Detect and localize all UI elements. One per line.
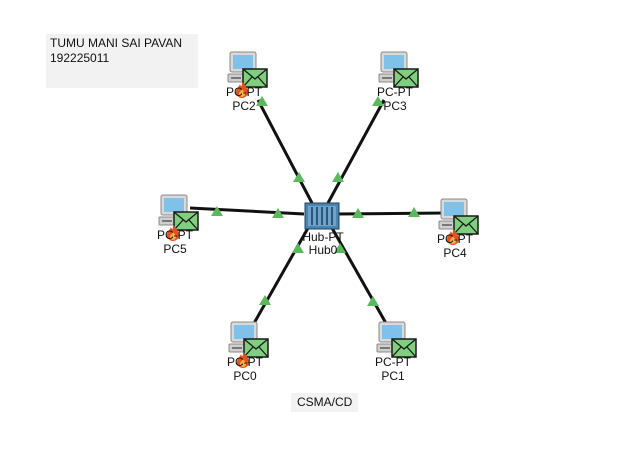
- pc-name-label: PC4: [443, 246, 467, 260]
- link-light-pc4-end: [408, 207, 420, 217]
- pc-type-label: PC-PT: [157, 228, 193, 242]
- link-light-pc5-hub: [272, 208, 284, 218]
- cable-pc1-hub[interactable]: [330, 227, 389, 326]
- hub-device[interactable]: Hub-PT Hub0: [290, 195, 356, 265]
- pc-device-pc4[interactable]: PC-PT PC4: [420, 197, 490, 267]
- pc-type-label: PC-PT: [437, 232, 473, 246]
- hub-type-label: Hub-PT: [302, 230, 344, 244]
- envelope-pdu-icon[interactable]: [173, 211, 199, 231]
- pc-device-pc1[interactable]: PC-PT PC1: [358, 320, 428, 390]
- envelope-pdu-icon[interactable]: [393, 68, 419, 88]
- link-light-pc0-end: [259, 295, 271, 305]
- cable-pc0-hub[interactable]: [251, 227, 310, 326]
- link-light-pc2-end: [256, 96, 268, 106]
- pc-device-pc0[interactable]: PC-PT PC0: [210, 320, 280, 390]
- collision-fire-icon: [236, 81, 248, 98]
- hub-icon: [304, 202, 340, 230]
- pc-device-pc2[interactable]: PC-PT PC2: [209, 50, 279, 120]
- envelope-pdu-icon[interactable]: [243, 338, 269, 358]
- envelope-pdu-icon[interactable]: [391, 338, 417, 358]
- pc-device-pc3[interactable]: PC-PT PC3: [360, 50, 430, 120]
- caption-note[interactable]: CSMA/CD: [291, 393, 359, 412]
- cable-pc5-hub[interactable]: [189, 206, 305, 216]
- link-light-pc1-end: [367, 296, 379, 306]
- envelope-pdu-icon[interactable]: [242, 68, 268, 88]
- pc-type-label: PC-PT: [375, 355, 411, 369]
- caption-text: CSMA/CD: [297, 395, 353, 409]
- pc-type-label: PC-PT: [227, 355, 263, 369]
- cable-pc4-hub[interactable]: [335, 211, 447, 216]
- collision-fire-icon: [447, 228, 459, 245]
- pc-name-label: PC0: [233, 369, 257, 383]
- author-note[interactable]: TUMU MANI SAI PAVAN 192225011: [46, 34, 198, 88]
- cable-pc2-hub[interactable]: [256, 99, 314, 204]
- link-light-pc3-hub: [332, 172, 344, 182]
- pc-device-pc5[interactable]: PC-PT PC5: [140, 193, 210, 263]
- author-name: TUMU MANI SAI PAVAN: [50, 36, 183, 50]
- link-light-pc2-hub: [293, 172, 305, 182]
- hub-name-label: Hub0: [308, 243, 338, 257]
- collision-fire-icon: [237, 351, 249, 368]
- link-light-pc3-end: [372, 96, 384, 106]
- link-light-pc5-end: [211, 206, 223, 216]
- pc-type-label: PC-PT: [226, 85, 262, 99]
- pc-name-label: PC1: [381, 369, 405, 383]
- pc-name-label: PC5: [163, 242, 187, 256]
- cable-pc3-hub[interactable]: [326, 99, 386, 204]
- link-light-pc0-hub: [292, 243, 304, 253]
- link-light-pc4-hub: [352, 208, 364, 218]
- pc-type-label: PC-PT: [377, 85, 413, 99]
- pc-name-label: PC2: [232, 99, 256, 113]
- link-light-pc1-hub: [334, 243, 346, 253]
- author-id: 192225011: [50, 51, 110, 65]
- pc-name-label: PC3: [383, 99, 407, 113]
- collision-fire-icon: [167, 224, 179, 241]
